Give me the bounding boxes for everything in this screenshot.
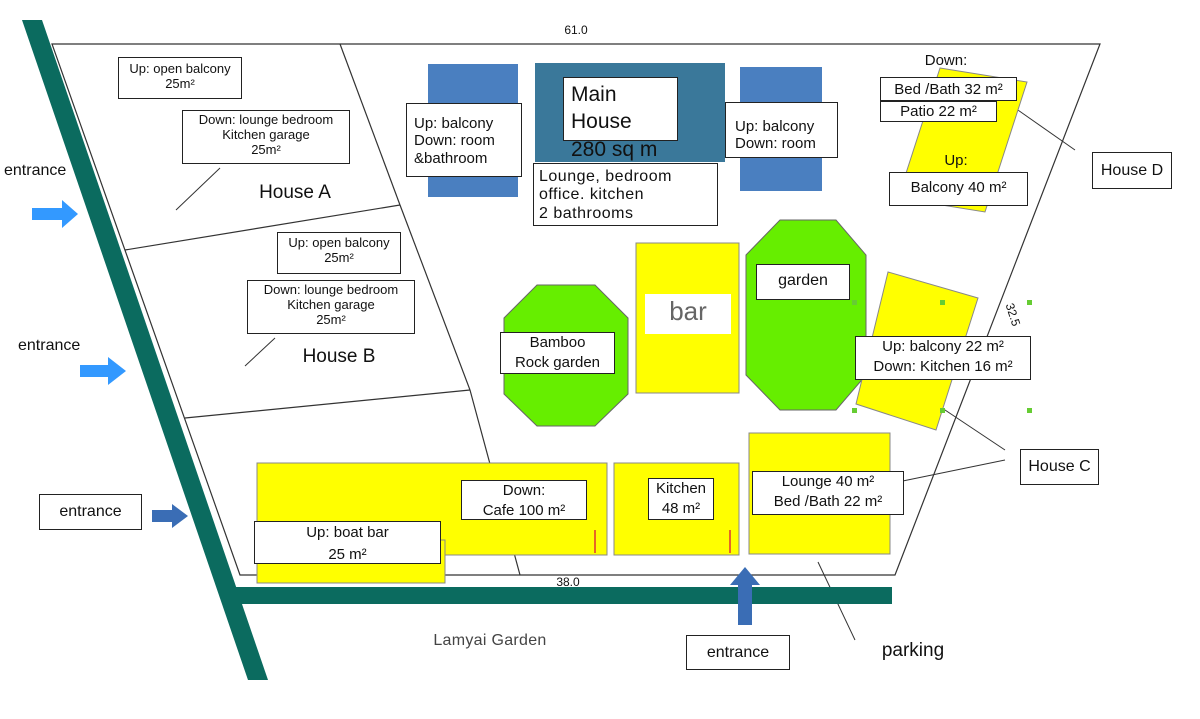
house-b-title: House B	[302, 346, 376, 367]
bar-label: bar	[645, 294, 731, 334]
entrance-arrow-icon	[80, 357, 126, 385]
garden-block	[745, 219, 867, 411]
handle	[1027, 408, 1032, 413]
road-horizontal	[222, 587, 892, 604]
road-name: Lamyai Garden	[433, 632, 547, 649]
pointer-line	[175, 167, 221, 211]
partition-line	[399, 204, 471, 391]
entrance-arrow-icon	[730, 567, 760, 625]
entrance-tag: entrance	[686, 635, 790, 670]
house-d-down-label: Down:	[924, 52, 968, 69]
garden-label: garden	[756, 264, 850, 300]
house-d-tag: House D	[1092, 152, 1172, 189]
pointer-line	[244, 337, 276, 367]
house-d-up-label: Up:	[944, 152, 968, 169]
house-d-patio-label: Patio 22 m²	[880, 101, 997, 122]
pointer-line	[941, 407, 1006, 451]
dimension-top: 61.0	[564, 23, 588, 37]
partition-line	[124, 204, 401, 251]
house-d-bed-bath-label: Bed /Bath 32 m²	[880, 77, 1017, 101]
house-c-tag: House C	[1020, 449, 1099, 485]
plot-outline	[51, 43, 1101, 576]
partition-line	[339, 43, 401, 206]
house-a-title: House A	[259, 182, 331, 203]
entrance-label: entrance	[18, 337, 81, 354]
house-d-balcony-label: Balcony 40 m²	[889, 172, 1028, 206]
pointer-line	[1014, 107, 1076, 151]
parking-label: parking	[881, 640, 945, 661]
handle	[852, 300, 857, 305]
handle	[852, 408, 857, 413]
handle	[1027, 300, 1032, 305]
entrance-arrow-icon	[32, 200, 78, 228]
dimension-bottom: 38.0	[556, 575, 580, 589]
entrance-tag: entrance	[39, 494, 142, 530]
handle	[940, 300, 945, 305]
handle	[940, 408, 945, 413]
entrance-arrow-icon	[152, 504, 188, 528]
partition-line	[184, 389, 471, 419]
cafe-down-label: Down:Cafe 100 m²	[461, 480, 587, 520]
road-diagonal	[22, 20, 268, 680]
pointer-line	[892, 459, 1006, 484]
entrance-label: entrance	[4, 162, 67, 179]
